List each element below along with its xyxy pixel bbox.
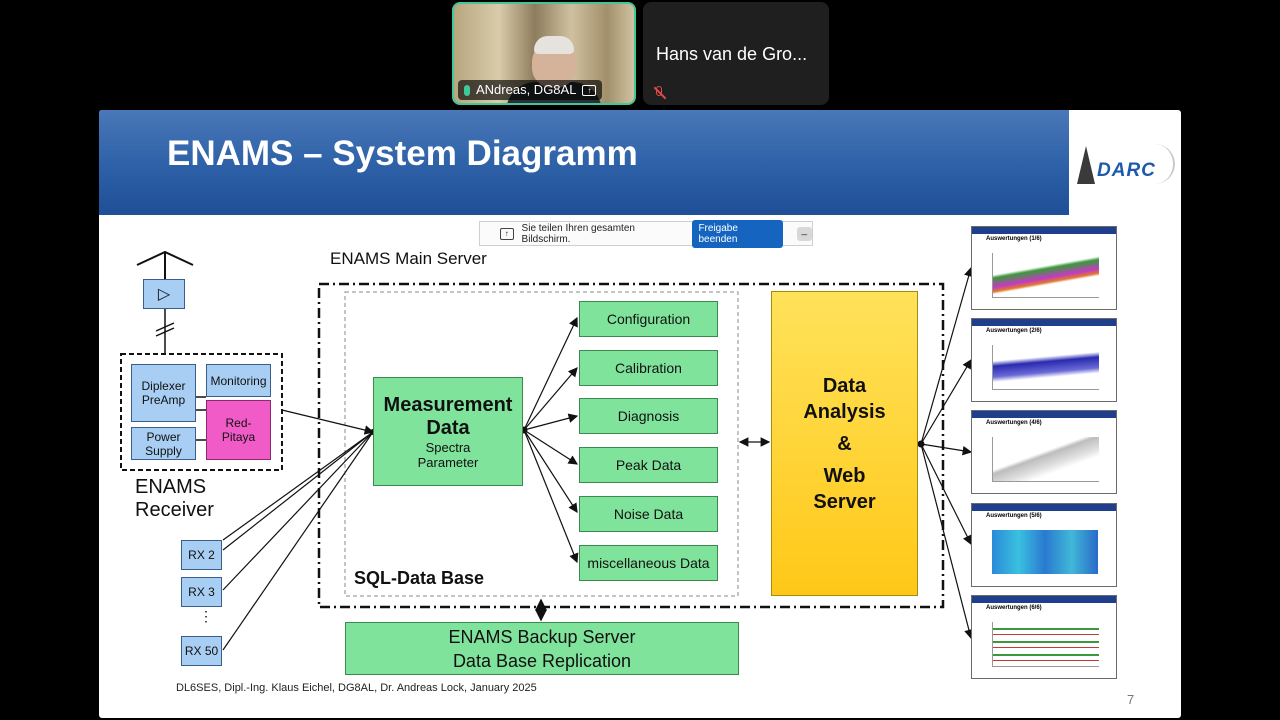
share-screen-icon: ↑	[500, 227, 514, 240]
timeseries-plot	[992, 622, 1099, 667]
radio-waves-icon	[1131, 144, 1175, 184]
analysis-thumbnail: Auswertungen (6/6)	[971, 595, 1117, 679]
backup-server-box: ENAMS Backup Server Data Base Replicatio…	[345, 622, 739, 675]
main-server-label: ENAMS Main Server	[330, 249, 487, 268]
participant-name: Hans van de Gro...	[656, 44, 808, 64]
db-table-peak-data: Peak Data	[579, 447, 718, 483]
slide-footer: DL6SES, Dipl.-Ing. Klaus Eichel, DG8AL, …	[176, 682, 537, 694]
database-frame	[344, 291, 739, 597]
diplexer-box: Diplexer PreAmp	[131, 364, 196, 422]
analysis-thumbnail: Auswertungen (4/6)	[971, 410, 1117, 494]
heatmap-plot	[992, 530, 1098, 574]
participant-tile-andreas[interactable]: ANdreas, DG8AL ↑	[452, 2, 636, 105]
db-table-diagnosis: Diagnosis	[579, 398, 718, 434]
antenna-icon	[136, 250, 194, 280]
participant-tile-hans[interactable]: Hans van de Gro...	[643, 2, 829, 105]
participant-name-tag: ANdreas, DG8AL ↑	[458, 80, 603, 100]
database-label: SQL-Data Base	[354, 568, 485, 588]
monitoring-box: Monitoring	[206, 364, 271, 397]
data-analysis-web-server-box: Data Analysis & Web Server	[771, 291, 918, 596]
db-table-misc-data: miscellaneous Data	[579, 545, 718, 581]
db-table-calibration: Calibration	[579, 350, 718, 386]
measurement-data-box: Measurement Data Spectra Parameter	[373, 377, 523, 486]
rx-ellipsis: ⋮	[199, 608, 213, 624]
spectrum-plot	[992, 253, 1099, 298]
red-pitaya-box: Red- Pitaya	[206, 400, 271, 460]
receiver-label: ENAMS Receiver	[135, 476, 214, 521]
slide-title: ENAMS – System Diagramm	[167, 134, 638, 173]
darc-logo: DARC	[1075, 140, 1175, 190]
participant-hair	[534, 36, 574, 54]
screen-share-bar: ↑ Sie teilen Ihren gesamten Bildschirm. …	[479, 219, 813, 248]
analysis-thumbnail: Auswertungen (2/6)	[971, 318, 1117, 402]
spectrum-plot	[992, 345, 1099, 390]
screen-share-icon: ↑	[582, 84, 597, 96]
title-bar: ENAMS – System Diagramm	[99, 110, 1069, 215]
receiver-enclosure	[120, 353, 283, 471]
rx-box: RX 50	[181, 636, 222, 666]
main-server-frame	[317, 282, 945, 609]
stop-sharing-button[interactable]: Freigabe beenden	[692, 219, 783, 248]
antenna-tower-icon	[1077, 146, 1095, 184]
db-table-noise-data: Noise Data	[579, 496, 718, 532]
rx-box: RX 2	[181, 540, 222, 570]
participant-name: ANdreas, DG8AL	[476, 82, 577, 97]
amplifier-icon: ▷	[157, 286, 171, 303]
spectrum-plot	[992, 437, 1099, 482]
minimize-button[interactable]: _	[796, 225, 813, 241]
db-table-configuration: Configuration	[579, 301, 718, 337]
preamp-block: ▷	[143, 279, 185, 309]
analysis-thumbnail: Auswertungen (1/6)	[971, 226, 1117, 310]
microphone-muted-icon	[653, 86, 665, 100]
power-supply-box: Power Supply	[131, 427, 196, 460]
microphone-on-icon	[464, 84, 470, 96]
page-number: 7	[1127, 692, 1135, 707]
share-message: Sie teilen Ihren gesamten Bildschirm.	[521, 222, 635, 245]
system-diagram	[120, 250, 974, 651]
rx-box: RX 3	[181, 577, 222, 607]
analysis-thumbnail: Auswertungen (5/6)	[971, 503, 1117, 587]
shared-slide: ENAMS – System Diagramm DARC ↑ Sie teile…	[99, 110, 1181, 718]
